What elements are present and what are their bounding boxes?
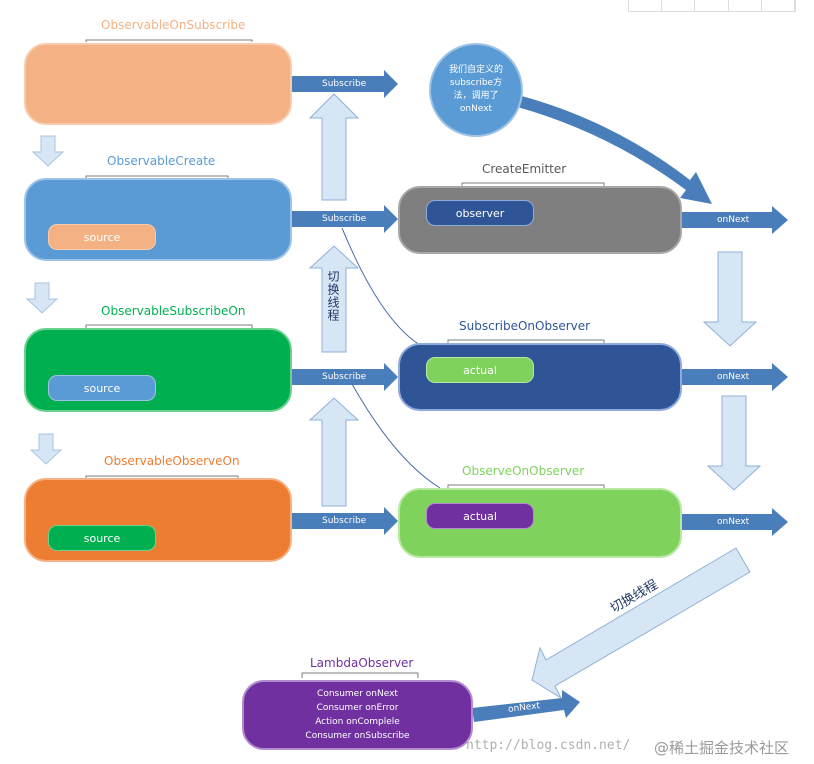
flow-down-arrow-3 bbox=[29, 433, 63, 465]
toolbar-icon-1[interactable] bbox=[629, 0, 663, 11]
onnext-arrow-4 bbox=[472, 690, 580, 722]
observable-observe-on-source-pill: source bbox=[48, 525, 156, 551]
subscribe-label-2: Subscribe bbox=[322, 214, 367, 224]
subscribe-arrow-1 bbox=[292, 70, 398, 98]
toolbar-icon-2[interactable] bbox=[662, 0, 696, 11]
flow-down-arrow-1 bbox=[31, 135, 65, 167]
watermark-url: http://blog.csdn.net/ bbox=[466, 738, 631, 753]
lambda-observer-title: LambdaObserver bbox=[310, 656, 414, 670]
onnext-label-3: onNext bbox=[717, 517, 750, 527]
title-bracket-8 bbox=[301, 672, 419, 678]
subscribe-on-observer-actual-pill: actual bbox=[426, 357, 534, 383]
title-bracket-4 bbox=[85, 39, 253, 42]
observable-subscribe-on-source-pill: source bbox=[48, 375, 156, 401]
subscribe-on-observer-title: SubscribeOnObserver bbox=[459, 319, 591, 333]
watermark-community: @稀土掘金技术社区 bbox=[654, 739, 790, 757]
callout-line-1: 我们自定义的 bbox=[448, 65, 503, 75]
title-bracket-7 bbox=[447, 484, 605, 489]
top-toolbar bbox=[628, 0, 796, 12]
down-arrow-right-1 bbox=[702, 251, 758, 347]
subscribe-arrow-2 bbox=[292, 205, 398, 233]
subscribe-arrow-3 bbox=[292, 363, 398, 391]
lambda-observer-box: Consumer onNext Consumer onError Action … bbox=[242, 680, 473, 750]
observable-subscribe-on-title: ObservableSubscribeOn bbox=[101, 304, 246, 318]
up-arrow-lower bbox=[308, 397, 360, 507]
onnext-arrow-2 bbox=[680, 363, 788, 391]
lambda-line-3: Action onComplele bbox=[315, 717, 400, 727]
subscribe-label-3: Subscribe bbox=[322, 372, 367, 382]
callout-line-3: 法，调用了 bbox=[453, 91, 499, 101]
connector-line-1 bbox=[341, 227, 421, 346]
toolbar-icon-5[interactable] bbox=[762, 0, 796, 11]
observable-on-subscribe-box bbox=[24, 43, 292, 125]
observable-observe-on-title: ObservableObserveOn bbox=[104, 454, 240, 468]
toolbar-icon-3[interactable] bbox=[695, 0, 729, 11]
down-arrow-right-2 bbox=[706, 395, 762, 491]
lambda-line-1: Consumer onNext bbox=[317, 689, 398, 699]
subscribe-label-4: Subscribe bbox=[322, 516, 367, 526]
lambda-line-2: Consumer onError bbox=[316, 703, 399, 713]
onnext-arrow-3 bbox=[680, 508, 788, 536]
observable-create-source-pill: source bbox=[48, 224, 156, 250]
title-bracket-2 bbox=[85, 324, 253, 330]
observe-on-observer-title: ObserveOnObserver bbox=[462, 464, 585, 478]
observe-on-observer-actual-pill: actual bbox=[426, 503, 534, 529]
connector-line-2 bbox=[351, 383, 441, 489]
toolbar-icon-4[interactable] bbox=[729, 0, 762, 11]
onnext-label-1: onNext bbox=[717, 215, 750, 225]
callout-line-4: onNext bbox=[459, 104, 493, 114]
observable-on-subscribe-title: ObservableOnSubscribe bbox=[101, 18, 246, 32]
subscribe-label-1: Subscribe bbox=[322, 79, 367, 89]
create-emitter-observer-pill: observer bbox=[426, 200, 534, 226]
subscribe-arrow-4 bbox=[292, 507, 398, 535]
flow-down-arrow-2 bbox=[25, 282, 59, 314]
title-bracket-6 bbox=[447, 339, 605, 344]
onnext-arrow-1 bbox=[680, 206, 788, 234]
callout-line-2: subscribe方 bbox=[449, 78, 503, 88]
create-emitter-title: CreateEmitter bbox=[482, 162, 567, 176]
diagonal-thread-switch-arrow bbox=[531, 547, 751, 700]
observable-create-title: ObservableCreate bbox=[107, 154, 216, 168]
callout-circle: 我们自定义的 subscribe方 法，调用了 onNext bbox=[429, 43, 523, 137]
callout-connector-arrow bbox=[514, 95, 712, 204]
thread-switch-up-arrow bbox=[308, 245, 360, 353]
onnext-label-2: onNext bbox=[717, 372, 750, 382]
up-arrow-upper bbox=[308, 93, 360, 201]
lambda-line-4: Consumer onSubscribe bbox=[305, 731, 410, 741]
title-bracket-5 bbox=[461, 182, 605, 187]
thread-switch-label-vertical: 切换线程 bbox=[326, 270, 340, 322]
